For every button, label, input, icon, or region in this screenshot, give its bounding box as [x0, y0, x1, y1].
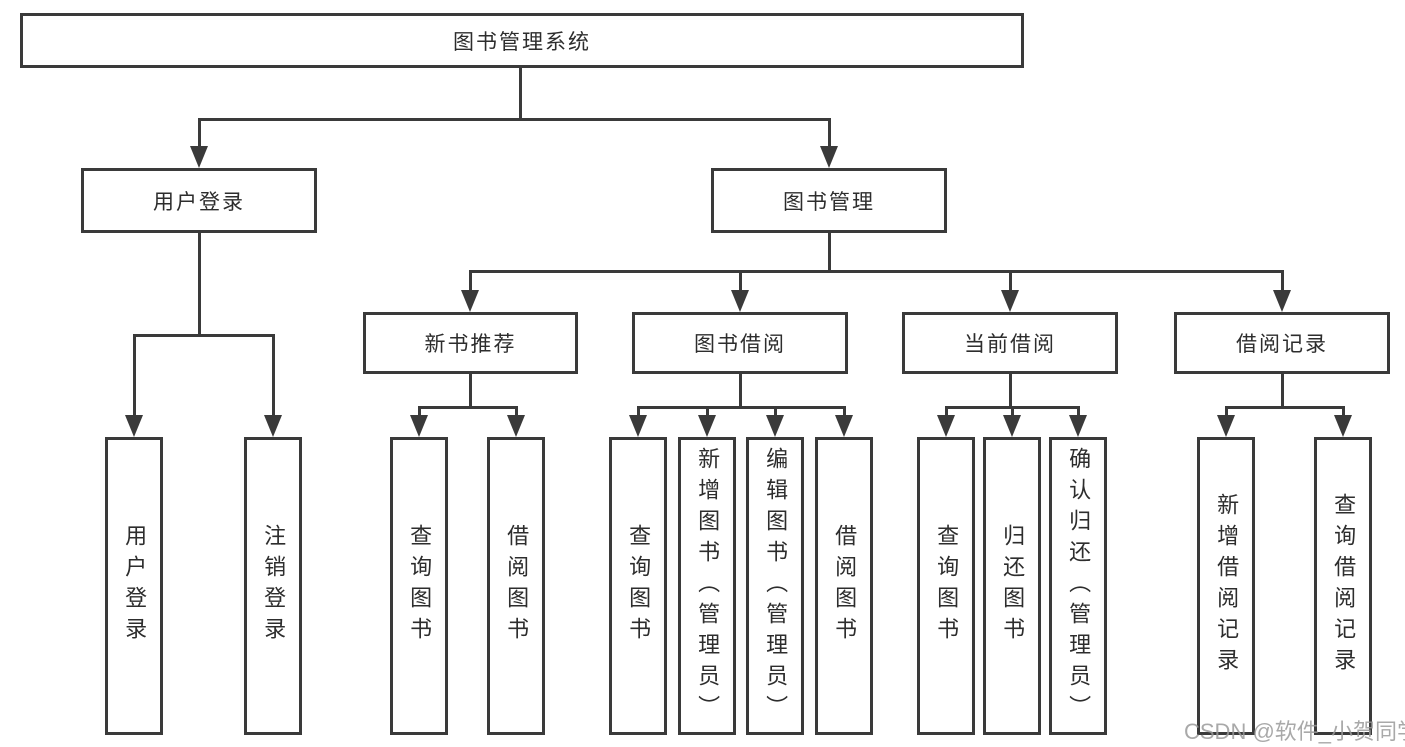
arrow-down-icon [1334, 415, 1352, 437]
arrow-down-icon [1001, 290, 1019, 312]
connector-level1-hline [198, 118, 831, 121]
connector-book-borrow-stem [739, 374, 742, 408]
node-query-borrow-record: 查询借阅记录 [1314, 437, 1372, 735]
arrow-down-icon [1273, 290, 1291, 312]
arrow-down-icon [125, 415, 143, 437]
node-label: 用户登录 [122, 524, 148, 648]
arrow-down-icon [731, 290, 749, 312]
node-borrow-records: 借阅记录 [1174, 312, 1390, 374]
connector-vline [515, 406, 518, 420]
connector-vline [774, 406, 777, 420]
node-query-books-current: 查询图书 [917, 437, 975, 735]
node-label: 注销登录 [261, 524, 287, 648]
node-root: 图书管理系统 [20, 13, 1024, 68]
arrow-down-icon [835, 415, 853, 437]
watermark: CSDN @软件_小贺同学 [1184, 719, 1405, 744]
node-label: 图书管理系统 [453, 30, 591, 54]
node-borrow-books: 借阅图书 [815, 437, 873, 735]
connector-vline [1077, 406, 1080, 420]
node-label: 借阅图书 [504, 524, 530, 648]
arrow-down-icon [766, 415, 784, 437]
connector-user-login-hline [133, 334, 275, 337]
node-label: 用户登录 [153, 190, 245, 214]
connector-root-stem [519, 68, 522, 121]
connector-new-book-stem [469, 374, 472, 408]
connector-vline [133, 334, 136, 420]
node-label: 查询图书 [407, 524, 433, 648]
connector-vline [1342, 406, 1345, 420]
node-add-borrow-record: 新增借阅记录 [1197, 437, 1255, 735]
connector-vline [739, 270, 742, 296]
node-label: 图书管理 [783, 190, 875, 214]
node-label: 借阅图书 [832, 524, 858, 648]
node-current-borrow: 当前借阅 [902, 312, 1118, 374]
node-user-login-branch: 用户登录 [81, 168, 317, 233]
arrow-down-icon [507, 415, 525, 437]
arrow-down-icon [820, 146, 838, 168]
node-label: 查询图书 [626, 524, 652, 648]
connector-hline [1225, 406, 1345, 409]
node-label: 新增借阅记录 [1214, 493, 1240, 679]
node-label: 确认归还（管理员） [1066, 446, 1092, 726]
node-logout: 注销登录 [244, 437, 302, 735]
connector-hline [418, 406, 518, 409]
connector-vline [706, 406, 709, 420]
arrow-down-icon [1069, 415, 1087, 437]
connector-vline [198, 118, 201, 150]
arrow-down-icon [698, 415, 716, 437]
connector-user-login-stem [198, 233, 201, 337]
node-label: 借阅记录 [1236, 333, 1328, 356]
node-return-books: 归还图书 [983, 437, 1041, 735]
connector-vline [637, 406, 640, 420]
node-label: 新书推荐 [424, 333, 517, 356]
node-query-books-recommend: 查询图书 [390, 437, 448, 735]
node-label: 归还图书 [1000, 524, 1026, 648]
connector-vline [828, 118, 831, 150]
connector-vline [272, 334, 275, 420]
connector-vline [945, 406, 948, 420]
arrow-down-icon [461, 290, 479, 312]
node-label: 图书借阅 [694, 333, 786, 356]
arrow-down-icon [1217, 415, 1235, 437]
connector-vline [1225, 406, 1228, 420]
node-edit-books-admin: 编辑图书（管理员） [746, 437, 804, 735]
node-label: 编辑图书（管理员） [763, 446, 789, 726]
node-book-management: 图书管理 [711, 168, 947, 233]
node-user-login: 用户登录 [105, 437, 163, 735]
arrow-down-icon [264, 415, 282, 437]
arrow-down-icon [190, 146, 208, 168]
connector-current-borrow-stem [1009, 374, 1012, 408]
arrow-down-icon [1003, 415, 1021, 437]
connector-borrow-records-stem [1281, 374, 1284, 408]
connector-vline [1011, 406, 1014, 420]
node-confirm-return-admin: 确认归还（管理员） [1049, 437, 1107, 735]
arrow-down-icon [937, 415, 955, 437]
connector-hline [637, 406, 846, 409]
connector-vline [469, 270, 472, 296]
connector-book-management-stem [828, 233, 831, 273]
arrow-down-icon [629, 415, 647, 437]
node-label: 当前借阅 [964, 333, 1056, 356]
node-borrow-books-recommend: 借阅图书 [487, 437, 545, 735]
connector-vline [843, 406, 846, 420]
node-label: 查询图书 [934, 524, 960, 648]
connector-level3-hline [469, 270, 1284, 273]
node-book-borrow: 图书借阅 [632, 312, 848, 374]
node-new-book-recommend: 新书推荐 [363, 312, 578, 374]
node-query-books-borrow: 查询图书 [609, 437, 667, 735]
node-label: 新增图书（管理员） [695, 446, 721, 726]
node-add-books-admin: 新增图书（管理员） [678, 437, 736, 735]
connector-vline [1281, 270, 1284, 296]
arrow-down-icon [410, 415, 428, 437]
node-label: 查询借阅记录 [1331, 493, 1357, 679]
connector-vline [418, 406, 421, 420]
connector-vline [1009, 270, 1012, 296]
